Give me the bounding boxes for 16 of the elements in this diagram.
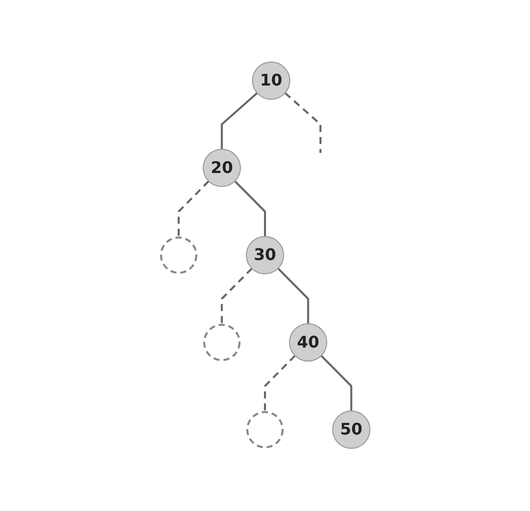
node-circle: 40	[288, 324, 327, 362]
node-circle	[246, 411, 284, 449]
connector	[177, 180, 209, 238]
node-circle	[202, 324, 240, 362]
node-circle	[160, 236, 197, 274]
node-circle: 50	[332, 410, 370, 450]
connector	[220, 92, 258, 150]
connector	[284, 92, 321, 154]
connector	[220, 268, 252, 326]
node-circle: 10	[252, 62, 290, 100]
node-circle: 20	[202, 149, 240, 188]
connector	[320, 355, 352, 412]
connector	[276, 268, 309, 324]
connector	[234, 180, 266, 237]
node-circle: 30	[245, 236, 284, 275]
connector	[264, 355, 296, 412]
